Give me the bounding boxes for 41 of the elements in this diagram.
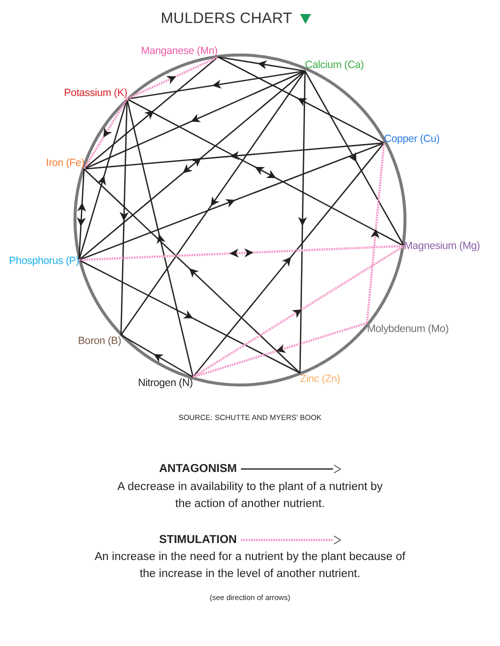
- nutrient-label: Copper (Cu): [384, 133, 440, 146]
- description-text: A decrease in availability to the plant of a nutrient by the action of another nutrient.: [116, 480, 384, 512]
- nutrient-label: Nitrogen (N): [138, 377, 193, 389]
- chart-title: MULDERS CHART: [160, 10, 292, 27]
- nutrient-label: Magnesium (Mg): [404, 240, 480, 252]
- arrow: [84, 142, 384, 170]
- arrow: [126, 98, 194, 378]
- arrow: [126, 70, 306, 100]
- arrow: [84, 70, 306, 170]
- legend-label: ANTAGONISM: [159, 463, 237, 475]
- arrow: [120, 334, 194, 378]
- description-text: An increase in the need for a nutrient by the plant because of the increase in the level of another nutrient.: [94, 550, 406, 582]
- arrow: [76, 168, 86, 260]
- nutrient-label: Boron (B): [78, 335, 122, 347]
- arrow: [84, 56, 218, 170]
- nutrient-label: Iron (Fe): [46, 157, 84, 169]
- arrow: [298, 70, 308, 374]
- dotted-arrow: [126, 56, 218, 100]
- nutrient-label: Phosphorus (P): [9, 255, 80, 268]
- arrow: [126, 98, 404, 247]
- arrow: [304, 70, 405, 246]
- arrow: [78, 70, 306, 260]
- nutrient-label: Zinc (Zn): [300, 373, 340, 385]
- dotted-arrow: [192, 322, 368, 378]
- legend-label: STIMULATION: [159, 534, 237, 546]
- dotted-arrow: [78, 244, 404, 262]
- nutrient-label: Manganese (Mn): [141, 45, 218, 57]
- arrow: [120, 70, 306, 336]
- nutrient-label: Calcium (Ca): [305, 59, 364, 71]
- arrow: [84, 168, 300, 374]
- arrow: [218, 56, 306, 72]
- arrow: [78, 98, 128, 260]
- dotted-arrow: [192, 245, 405, 378]
- dotted-arrow: [366, 142, 386, 324]
- arrow: [78, 142, 384, 261]
- dotted-arrow: [83, 98, 128, 170]
- arrow: [192, 142, 384, 378]
- arrow: [218, 56, 384, 144]
- arrow: [78, 259, 300, 374]
- nutrient-label: Potassium (K): [64, 87, 128, 99]
- nutrient-label: Molybdenum (Mo): [367, 323, 449, 335]
